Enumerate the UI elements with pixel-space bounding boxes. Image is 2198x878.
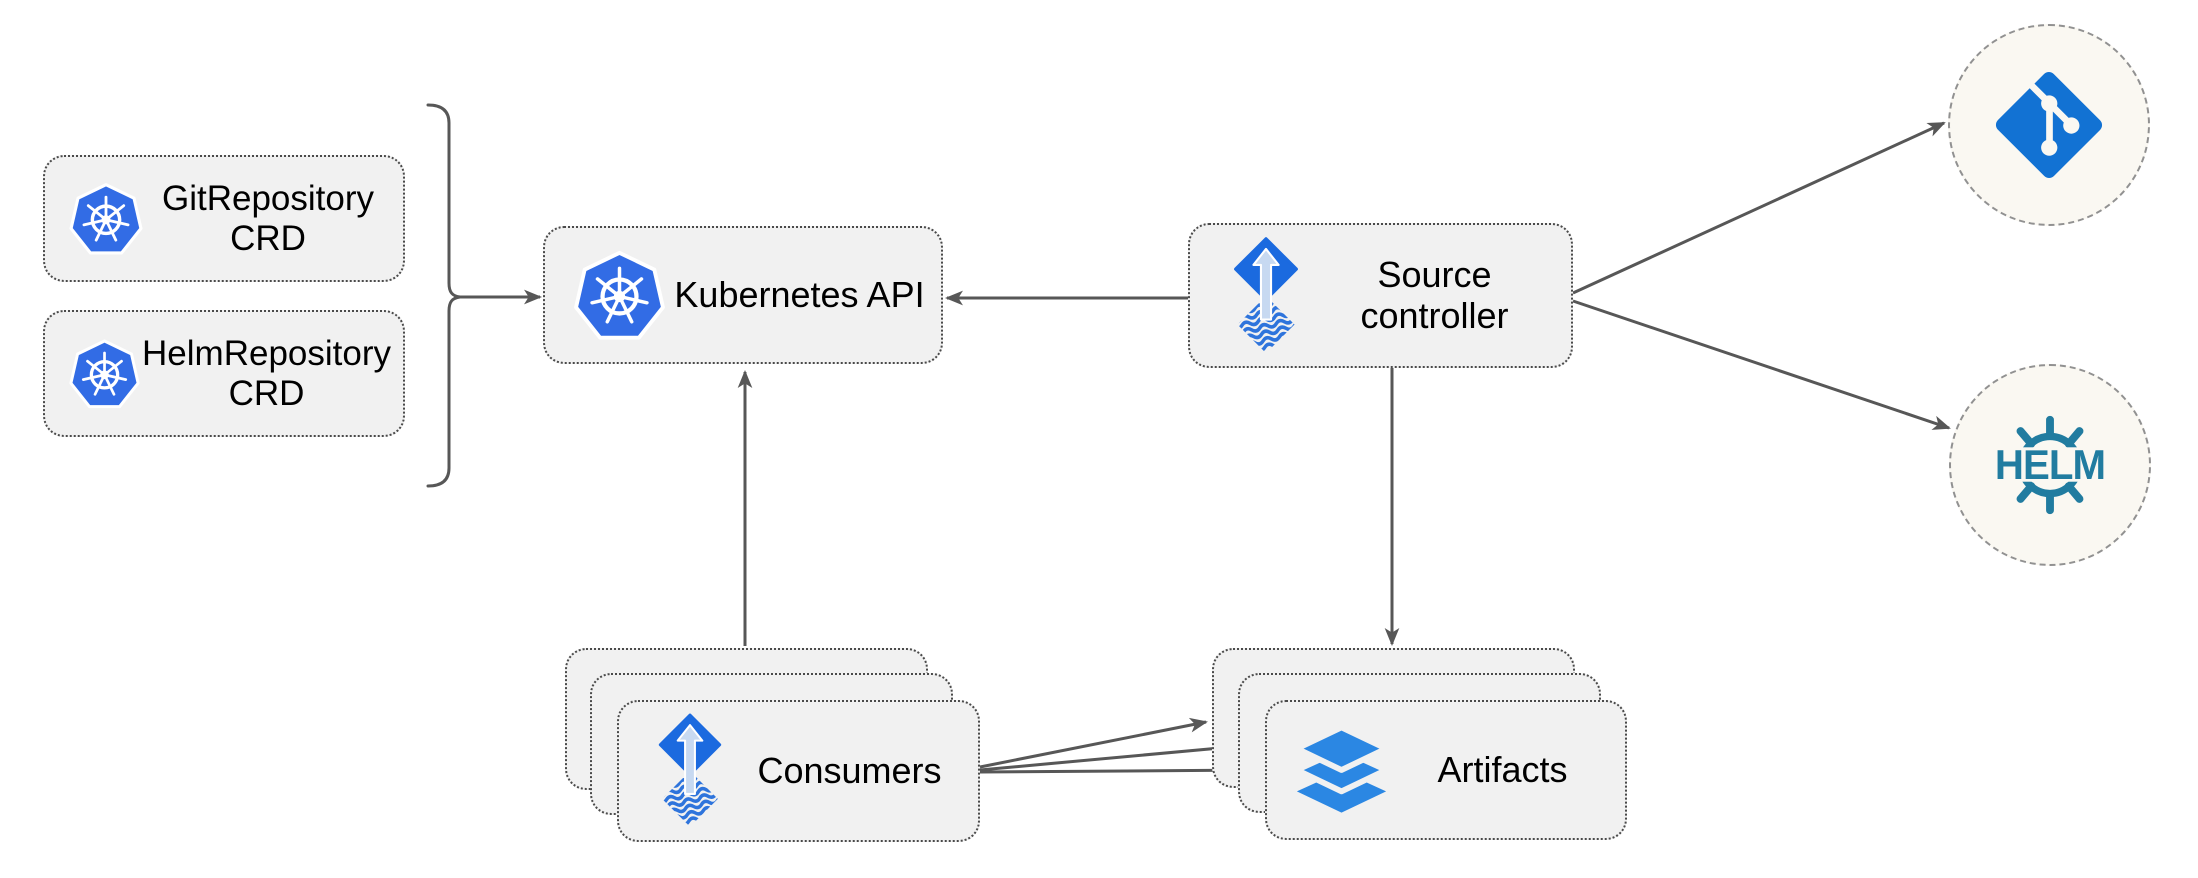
node-consumers: Consumers (617, 700, 980, 842)
node-artifacts: Artifacts (1265, 700, 1627, 840)
edge-source-controller-to-git (1572, 121, 1946, 295)
endpoint-helm: HELM (1949, 364, 2151, 566)
flux-icon (658, 713, 722, 827)
kubernetes-icon (69, 338, 140, 408)
node-source-controller: Source controller (1188, 223, 1573, 368)
edge-consumers-to-artifacts-2 (979, 741, 1233, 772)
edge-consumers-to-artifacts-1 (979, 717, 1208, 769)
node-helm-repository-crd: HelmRepository CRD (43, 310, 405, 437)
kubernetes-icon (69, 182, 143, 254)
node-label: Consumers (757, 749, 942, 791)
helm-icon: HELM (1991, 415, 2109, 515)
node-git-repository-crd: GitRepository CRD (43, 155, 405, 282)
flux-icon (1234, 236, 1298, 353)
crd-group-brace (426, 103, 461, 488)
helm-logo-text: HELM (1995, 442, 2105, 488)
edge-source-controller-to-helm (1572, 299, 1951, 430)
node-label: HelmRepository CRD (142, 334, 391, 413)
git-icon (1995, 71, 2103, 179)
kubernetes-icon (574, 250, 665, 340)
node-kubernetes-api: Kubernetes API (543, 226, 943, 364)
endpoint-git (1948, 24, 2150, 226)
layers-icon (1293, 725, 1390, 813)
edge-consumers-to-artifacts-3 (979, 762, 1259, 778)
node-label: Artifacts (1437, 748, 1568, 790)
node-label: GitRepository CRD (161, 179, 375, 258)
node-label: Source controller (1360, 254, 1509, 336)
node-label: Kubernetes API (674, 273, 925, 315)
